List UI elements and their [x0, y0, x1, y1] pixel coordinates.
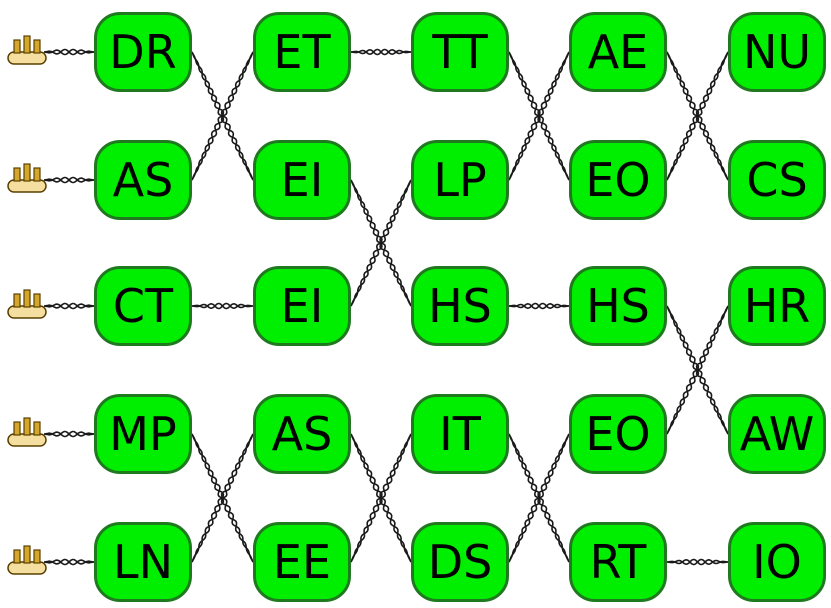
node-label: AE	[587, 25, 649, 79]
node-label: HS	[428, 279, 492, 333]
power-plug-icon	[7, 545, 47, 575]
node-r0-c0[interactable]: DR	[94, 12, 192, 92]
power-plug-icon	[7, 35, 47, 65]
wire-8-strand-1	[350, 179, 412, 307]
node-r1-c4[interactable]: CS	[728, 140, 826, 220]
node-label: HR	[743, 279, 811, 333]
node-label: CS	[746, 153, 808, 207]
node-r2-c2[interactable]: HS	[411, 266, 509, 346]
plug-wire-3-strand-1	[44, 430, 94, 438]
wire-18-strand-1	[508, 433, 570, 563]
node-label: AS	[271, 407, 333, 461]
node-r0-c1[interactable]: ET	[253, 12, 351, 92]
node-r2-c3[interactable]: HS	[569, 266, 667, 346]
node-r0-c2[interactable]: TT	[411, 12, 509, 92]
node-r2-c4[interactable]: HR	[728, 266, 826, 346]
power-plug-icon	[7, 289, 47, 319]
node-r3-c4[interactable]: AW	[728, 394, 826, 474]
node-label: HS	[586, 279, 650, 333]
node-r2-c1[interactable]: EI	[253, 266, 351, 346]
node-r4-c0[interactable]: LN	[94, 522, 192, 602]
node-label: IO	[752, 535, 802, 589]
node-label: EO	[585, 153, 651, 207]
node-r1-c3[interactable]: EO	[569, 140, 667, 220]
node-r3-c0[interactable]: MP	[94, 394, 192, 474]
node-r4-c1[interactable]: EE	[253, 522, 351, 602]
node-label: IT	[439, 407, 481, 461]
node-r3-c3[interactable]: EO	[569, 394, 667, 474]
plug-wire-4-strand-1	[44, 558, 94, 566]
wire-4-strand-1	[508, 51, 570, 181]
node-label: DR	[109, 25, 177, 79]
node-r1-c0[interactable]: AS	[94, 140, 192, 220]
node-label: NU	[742, 25, 812, 79]
node-label: EI	[280, 279, 324, 333]
node-r4-c4[interactable]: IO	[728, 522, 826, 602]
wire-6-strand-1	[666, 51, 729, 181]
node-label: EI	[280, 153, 324, 207]
wire-16-strand-1	[350, 433, 412, 563]
node-label: LN	[112, 535, 174, 589]
wire-14-strand-1	[191, 433, 254, 563]
wire-19-strand-1	[667, 558, 728, 566]
plug-wire-0-strand-1	[44, 48, 94, 56]
node-label: CT	[112, 279, 174, 333]
node-r3-c2[interactable]: IT	[411, 394, 509, 474]
wire-1-strand-1	[191, 51, 254, 181]
node-r4-c3[interactable]: RT	[569, 522, 667, 602]
power-plug-icon	[7, 163, 47, 193]
node-label: LP	[433, 153, 487, 207]
node-label: MP	[109, 407, 177, 461]
wire-9-strand-1	[192, 302, 253, 310]
node-label: DS	[427, 535, 493, 589]
node-label: ET	[273, 25, 331, 79]
node-label: EO	[585, 407, 651, 461]
plug-wire-2-strand-1	[44, 302, 94, 310]
wire-12-strand-1	[666, 305, 729, 435]
node-r0-c3[interactable]: AE	[569, 12, 667, 92]
node-r2-c0[interactable]: CT	[94, 266, 192, 346]
node-label: TT	[432, 25, 488, 79]
wire-2-strand-1	[351, 48, 411, 56]
node-label: EE	[272, 535, 332, 589]
node-r1-c2[interactable]: LP	[411, 140, 509, 220]
node-label: RT	[589, 535, 647, 589]
node-r3-c1[interactable]: AS	[253, 394, 351, 474]
node-r1-c1[interactable]: EI	[253, 140, 351, 220]
node-label: AW	[739, 407, 815, 461]
node-label: AS	[112, 153, 174, 207]
power-plug-icon	[7, 417, 47, 447]
node-r4-c2[interactable]: DS	[411, 522, 509, 602]
node-r0-c4[interactable]: NU	[728, 12, 826, 92]
plug-wire-1-strand-1	[44, 176, 94, 184]
wire-10-strand-1	[509, 302, 569, 310]
